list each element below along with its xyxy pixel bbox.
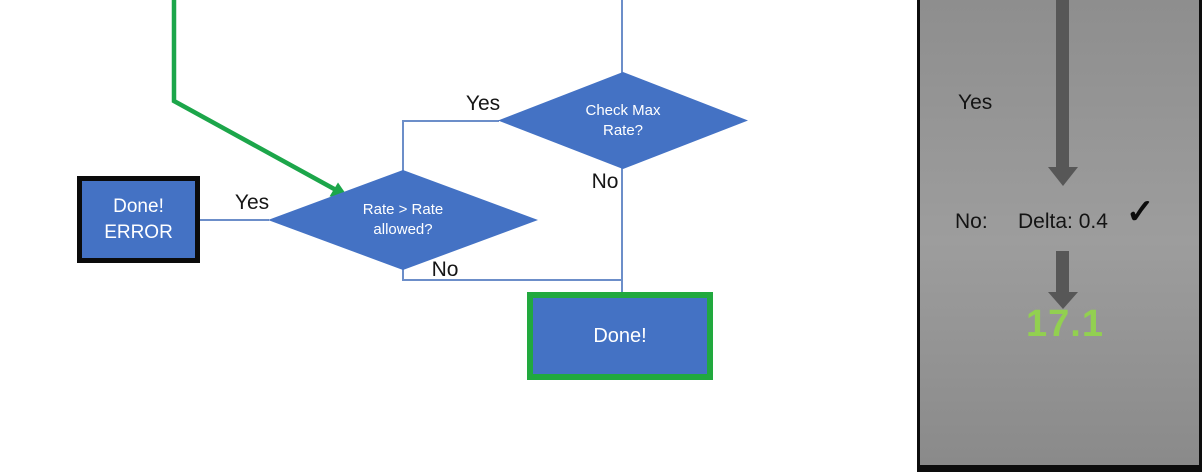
connector-top-into-check-max — [621, 0, 623, 73]
terminal-done-box: Done! — [527, 292, 713, 380]
edge-label-check-max-yes: Yes — [465, 92, 501, 115]
result-side-panel: Yes No: Delta: 0.4 ✓ 17.1 — [917, 0, 1202, 472]
terminal-done-error-label: Done! ERROR — [104, 195, 173, 243]
panel-no-label: No: — [955, 210, 988, 233]
result-value: 17.1 — [1026, 303, 1104, 345]
decision-check-max-rate: Check Max Rate? — [498, 72, 748, 169]
edge-label-rate-allowed-no: No — [431, 258, 459, 281]
decision-rate-allowed: Rate > Rate allowed? — [268, 170, 538, 270]
connector-rate-yes-to-error-box — [200, 219, 269, 221]
checkmark-icon: ✓ — [1126, 193, 1155, 231]
decision-rate-allowed-label: Rate > Rate allowed? — [362, 201, 444, 238]
panel-delta-value: Delta: 0.4 — [1018, 210, 1108, 233]
connector-check-max-yes-vertical — [402, 120, 404, 172]
down-arrow-head-icon — [1048, 292, 1078, 309]
terminal-done-error-box: Done! ERROR — [77, 176, 200, 263]
down-arrow-icon — [1056, 0, 1069, 167]
connector-check-max-no-vertical — [621, 167, 623, 293]
terminal-done-label: Done! — [593, 324, 647, 347]
connector-rate-no-horizontal — [402, 279, 623, 281]
down-arrow-icon — [1056, 251, 1069, 292]
connector-rate-no-drop — [402, 269, 404, 281]
down-arrow-head-icon — [1048, 167, 1078, 186]
connector-check-max-yes-horizontal — [402, 120, 499, 122]
edge-label-rate-allowed-yes: Yes — [234, 191, 270, 214]
panel-yes-label: Yes — [958, 91, 993, 114]
edge-label-check-max-no: No — [591, 170, 619, 193]
decision-check-max-rate-label: Check Max Rate? — [585, 101, 661, 139]
